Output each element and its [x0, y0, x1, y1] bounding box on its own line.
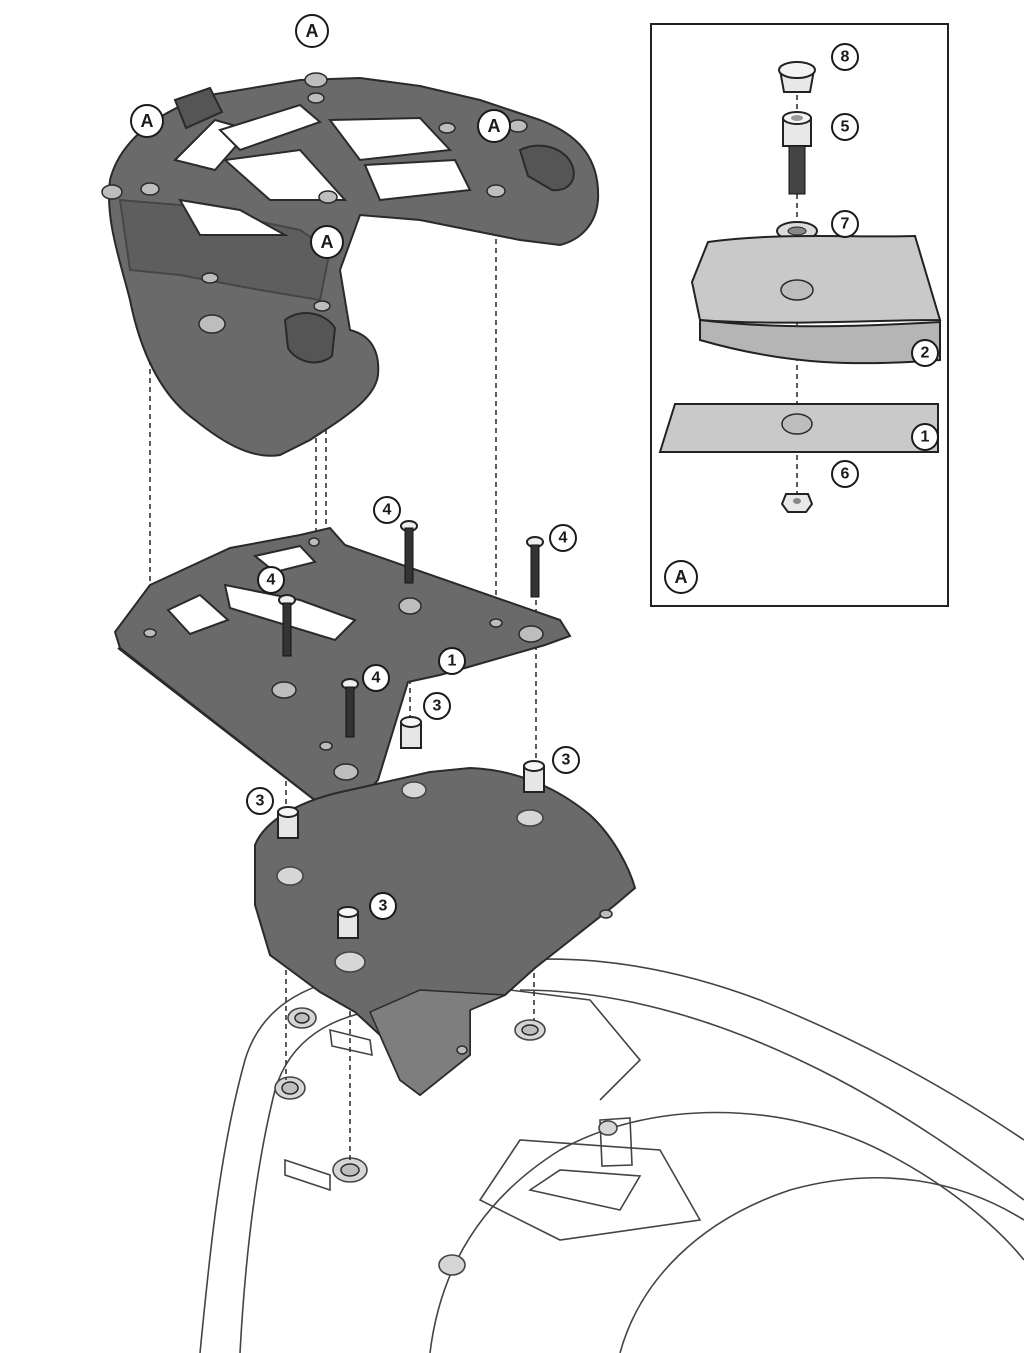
bolts-part-4 — [278, 520, 544, 738]
monorack-frame — [101, 72, 600, 457]
svg-text:2: 2 — [921, 345, 930, 362]
svg-text:8: 8 — [841, 49, 850, 66]
svg-text:4: 4 — [559, 530, 568, 547]
scooter-rear-body — [199, 958, 1024, 1353]
inset-label-a: A — [664, 560, 698, 594]
svg-text:1: 1 — [448, 653, 457, 670]
callout-3-b: 3 — [552, 746, 580, 774]
svg-text:A: A — [306, 21, 319, 41]
scooter-mount-points — [274, 1007, 546, 1183]
spacers-part-3 — [277, 716, 545, 939]
callout-4-a: 4 — [373, 496, 401, 524]
svg-text:7: 7 — [841, 216, 850, 233]
callout-8: 8 — [831, 43, 859, 71]
svg-text:3: 3 — [562, 752, 571, 769]
inset-rack-part-2 — [690, 234, 942, 365]
svg-text:3: 3 — [433, 698, 442, 715]
callout-3-d: 3 — [369, 892, 397, 920]
callout-3-a: 3 — [423, 692, 451, 720]
callout-1-main: 1 — [438, 647, 466, 675]
spacer-1 — [400, 716, 422, 749]
svg-text:5: 5 — [841, 119, 850, 136]
callout-a-right: A — [477, 109, 511, 143]
callout-1-inset: 1 — [911, 423, 939, 451]
callout-4-b: 4 — [549, 524, 577, 552]
svg-text:3: 3 — [379, 898, 388, 915]
callout-5: 5 — [831, 113, 859, 141]
bolt-1 — [400, 520, 418, 584]
svg-text:A: A — [321, 232, 334, 252]
inset-cap-part-8 — [778, 61, 816, 93]
callout-2: 2 — [911, 339, 939, 367]
svg-text:1: 1 — [921, 429, 930, 446]
inset-nut-part-6 — [780, 493, 814, 513]
plate-part-1 — [113, 526, 572, 813]
bolt-3 — [278, 594, 296, 657]
spacer-2 — [523, 760, 545, 793]
svg-text:A: A — [141, 111, 154, 131]
svg-text:A: A — [675, 567, 688, 587]
callout-4-d: 4 — [362, 664, 390, 692]
svg-text:4: 4 — [383, 502, 392, 519]
inset-plate-part-1 — [658, 403, 939, 453]
spacer-4 — [337, 906, 359, 939]
callout-7: 7 — [831, 210, 859, 238]
svg-text:A: A — [488, 116, 501, 136]
svg-text:4: 4 — [267, 572, 276, 589]
detail-inset-a — [650, 23, 949, 607]
callout-4-c: 4 — [257, 566, 285, 594]
bolt-4 — [341, 678, 359, 738]
callout-6: 6 — [831, 460, 859, 488]
plate-base-adapter — [254, 766, 637, 1097]
spacer-3 — [277, 806, 299, 839]
callout-a-top: A — [295, 14, 329, 48]
callout-a-center: A — [310, 225, 344, 259]
svg-text:4: 4 — [372, 670, 381, 687]
svg-text:3: 3 — [256, 793, 265, 810]
svg-text:6: 6 — [841, 466, 850, 483]
callout-a-left: A — [130, 104, 164, 138]
inset-bolt-part-5 — [782, 111, 812, 195]
callout-3-c: 3 — [246, 787, 274, 815]
bolt-2 — [526, 536, 544, 598]
